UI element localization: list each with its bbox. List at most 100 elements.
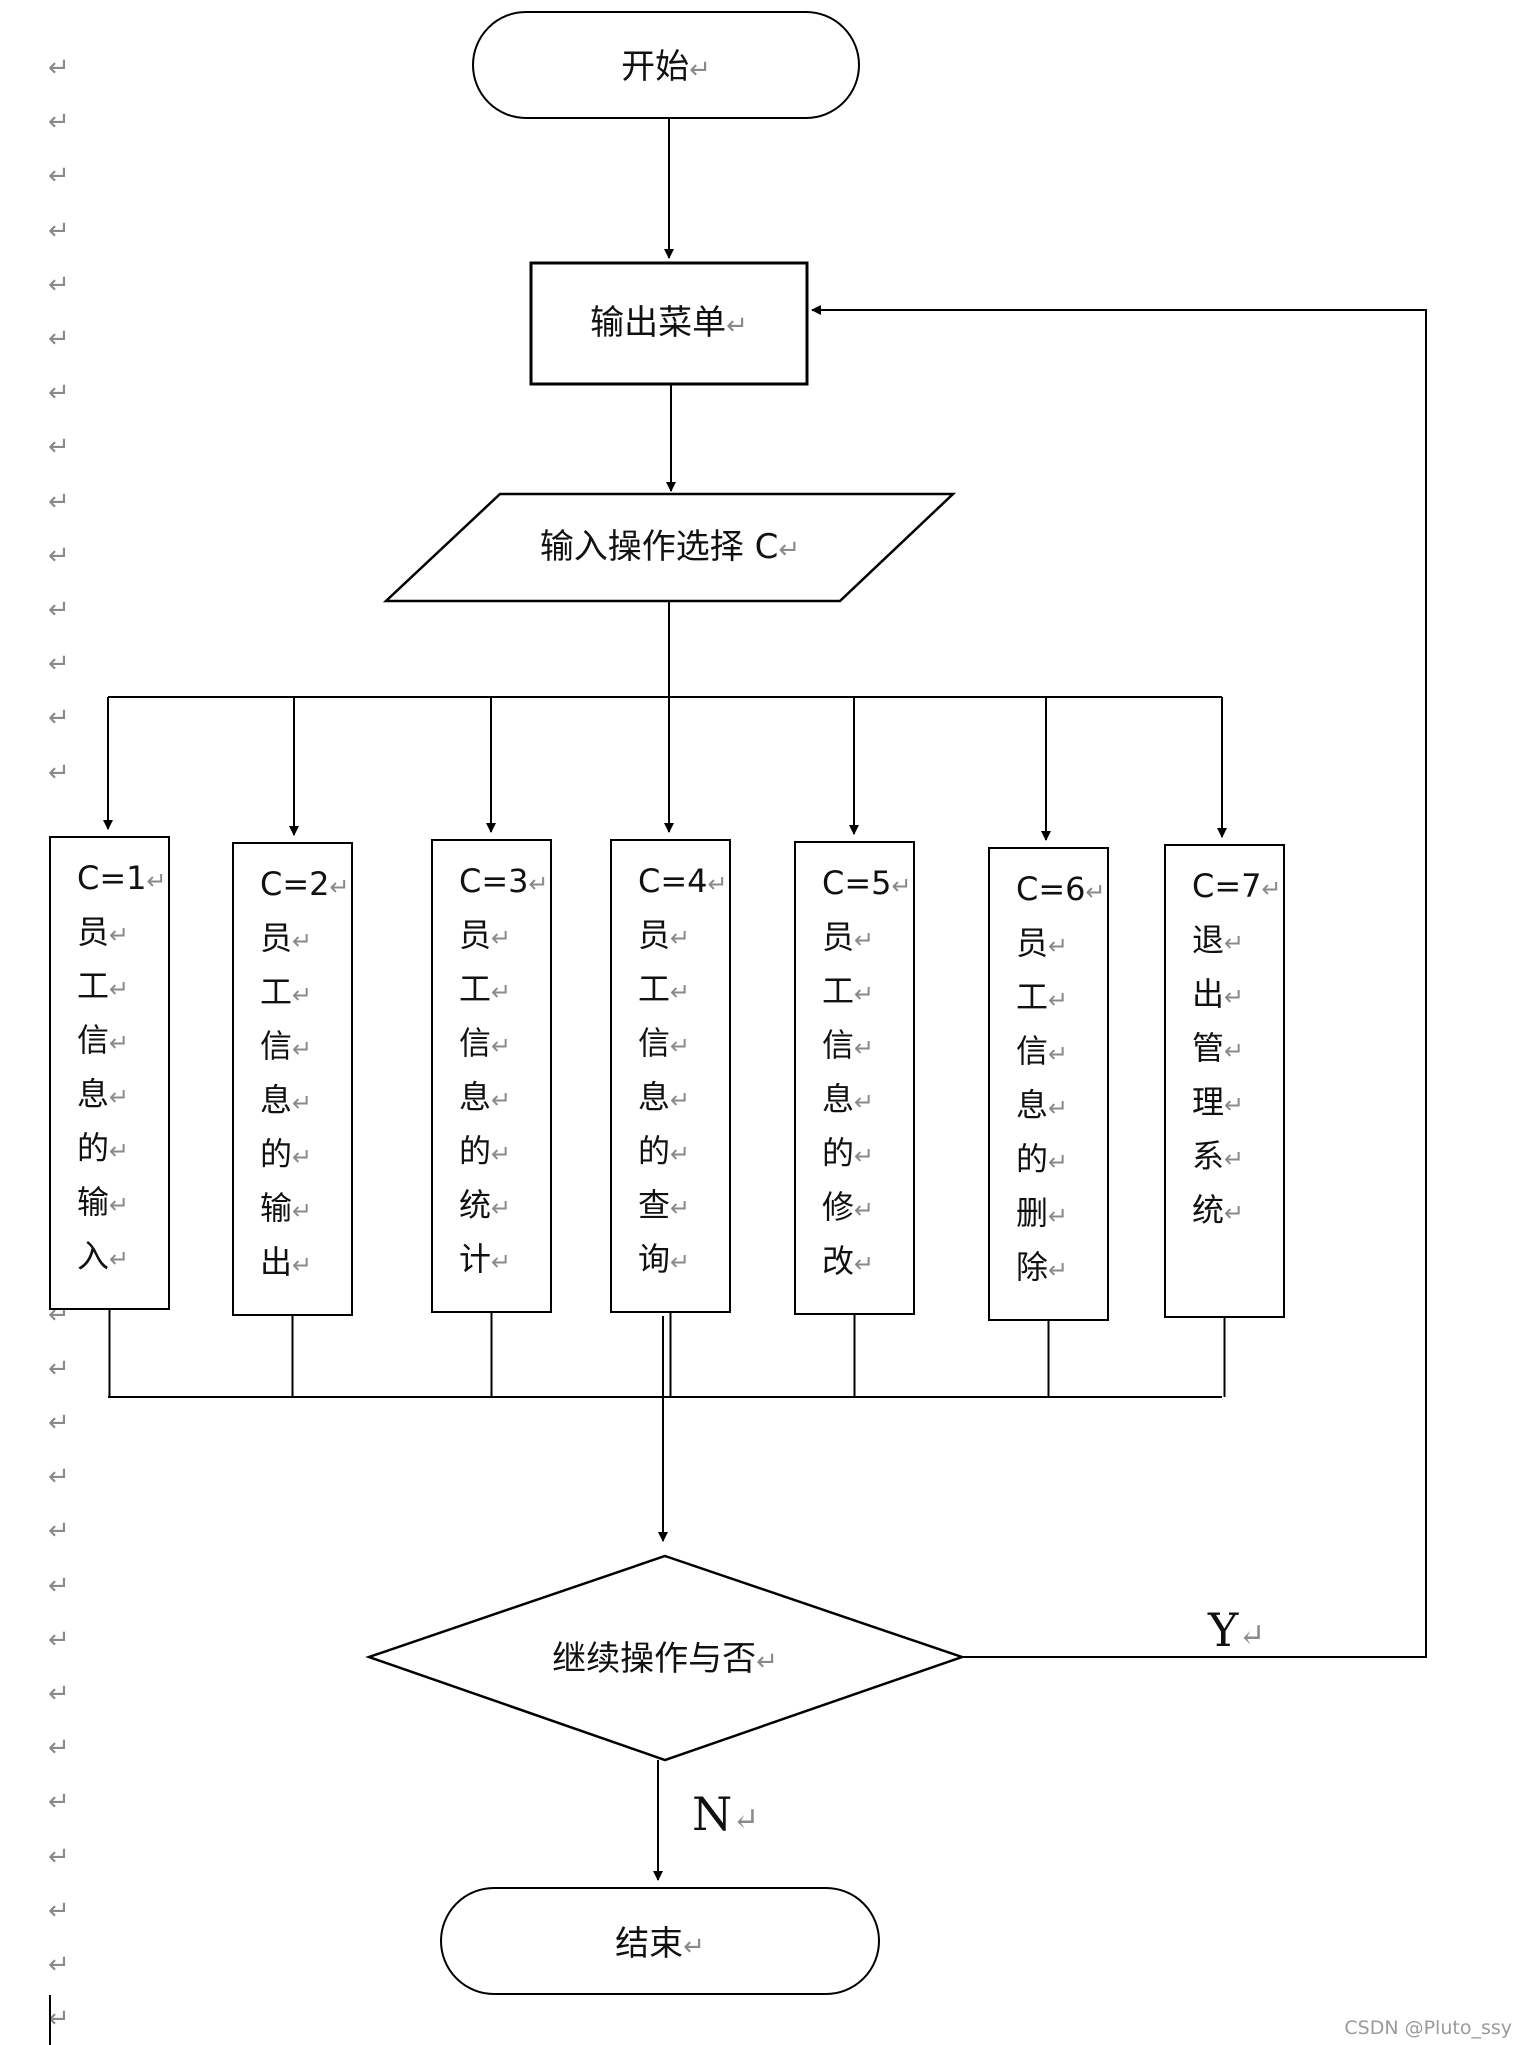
- margin-return-mark: ↵: [48, 541, 70, 571]
- option-char: 息↵: [260, 1081, 312, 1119]
- option-char: 息↵: [77, 1075, 129, 1113]
- option-char: 工↵: [1016, 978, 1068, 1016]
- svg-text:继续操作与否↵: 继续操作与否↵: [552, 1639, 778, 1679]
- end-label: 结束: [615, 1924, 683, 1964]
- margin-return-mark: ↵: [48, 1462, 70, 1492]
- option-char: 员↵: [638, 916, 690, 954]
- option-box-4: C=4↵员↵工↵信↵息↵的↵查↵询↵: [610, 697, 731, 1397]
- option-char: 员↵: [822, 918, 874, 956]
- margin-return-mark: ↵: [48, 1679, 70, 1709]
- option-box-7: C=7↵ 退↵ 出↵ 管↵ 理↵ 系↵ 统↵: [1164, 697, 1285, 1397]
- return-mark: ↵: [756, 1647, 778, 1677]
- return-mark: ↵: [778, 535, 800, 565]
- return-mark: ↵: [1238, 1616, 1265, 1654]
- watermark: CSDN @Pluto_ssy: [1344, 2017, 1512, 2039]
- margin-return-mark: ↵: [48, 649, 70, 679]
- option-char: 出↵: [1192, 975, 1244, 1013]
- input-parallelogram: 输入操作选择 C↵: [382, 492, 957, 603]
- option-char: 的↵: [260, 1135, 312, 1173]
- option-char: 信↵: [1016, 1032, 1068, 1070]
- margin-return-mark: ↵: [48, 1950, 70, 1980]
- option-condition: C=5↵: [822, 864, 912, 902]
- margin-return-mark: ↵: [48, 1408, 70, 1438]
- margin-return-mark: ↵: [48, 432, 70, 462]
- option-char: 修↵: [822, 1188, 874, 1226]
- start-label: 开始: [621, 47, 689, 87]
- option-char: 系↵: [1192, 1137, 1244, 1175]
- option-box-3: C=3↵ 员↵ 工↵ 信↵ 息↵ 的↵ 统↵ 计↵: [431, 697, 552, 1397]
- option-char: 工↵: [77, 967, 129, 1005]
- option-char: 员↵: [1016, 924, 1068, 962]
- margin-return-mark: ↵: [48, 270, 70, 300]
- option-char: 信↵: [459, 1024, 511, 1062]
- svg-text:Y↵: Y↵: [1207, 1603, 1265, 1657]
- option-char: 的↵: [1016, 1140, 1068, 1178]
- option-char: 退↵: [1192, 921, 1244, 959]
- return-mark: ↵: [726, 311, 748, 341]
- option-condition: C=1↵: [77, 859, 167, 897]
- option-char: 的↵: [459, 1132, 511, 1170]
- option-char: 删↵: [1016, 1194, 1068, 1232]
- option-char: 出↵: [260, 1243, 312, 1281]
- margin-return-mark: ↵: [48, 1571, 70, 1601]
- menu-label: 输出菜单: [590, 303, 726, 343]
- option-char: 输↵: [77, 1183, 129, 1221]
- decision-diamond: 继续操作与否↵: [365, 1554, 966, 1762]
- return-mark: ↵: [732, 1800, 759, 1838]
- option-char: 工↵: [638, 970, 690, 1008]
- option-char: 信↵: [260, 1027, 312, 1065]
- no-label: N: [692, 1787, 732, 1841]
- option-condition: C=7↵: [1192, 867, 1282, 905]
- option-char: 输↵: [260, 1189, 312, 1227]
- option-char: 询↵: [638, 1240, 690, 1278]
- option-box-2: C=2↵员↵工↵信↵息↵的↵输↵出↵: [232, 697, 353, 1397]
- margin-return-mark: ↵: [48, 53, 70, 83]
- margin-return-mark: ↵: [48, 2004, 70, 2034]
- option-boxes: C=1↵ 员↵ 工↵ 信↵ 息↵ 的↵ 输↵ 入↵ C=2↵ 员↵ 工↵ 信↵ 息↵ 的↵ 输↵ 出↵ C=3↵…: [49, 697, 1285, 1397]
- svg-text:输入操作选择 C↵: 输入操作选择 C↵: [540, 527, 800, 567]
- option-char: 的↵: [638, 1132, 690, 1170]
- option-box-1: C=1↵员↵工↵信↵息↵的↵输↵入↵: [49, 697, 170, 1397]
- option-condition: C=2↵: [260, 865, 350, 903]
- option-char: 员↵: [459, 916, 511, 954]
- margin-return-mark: ↵: [48, 1787, 70, 1817]
- svg-text:开始↵: 开始↵: [621, 47, 711, 87]
- option-char: 计↵: [459, 1240, 511, 1278]
- svg-text:输出菜单↵: 输出菜单↵: [590, 303, 748, 343]
- svg-text:N↵: N↵: [692, 1787, 759, 1841]
- option-char: 工↵: [459, 970, 511, 1008]
- option-char: 员↵: [260, 919, 312, 957]
- margin-return-mark: ↵: [48, 703, 70, 733]
- option-char: 息↵: [459, 1078, 511, 1116]
- margin-return-mark: ↵: [48, 487, 70, 517]
- margin-return-mark: ↵: [48, 1516, 70, 1546]
- option-char: 管↵: [1192, 1029, 1244, 1067]
- option-char: 信↵: [638, 1024, 690, 1062]
- margin-return-mark: ↵: [48, 1896, 70, 1926]
- option-char: 统↵: [459, 1186, 511, 1224]
- return-mark: ↵: [689, 55, 711, 85]
- input-label: 输入操作选择 C: [540, 527, 779, 567]
- margin-return-mark: ↵: [48, 758, 70, 788]
- return-mark: ↵: [683, 1932, 705, 1962]
- decision-label: 继续操作与否: [552, 1639, 756, 1679]
- option-char: 理↵: [1192, 1083, 1244, 1121]
- option-char: 信↵: [822, 1026, 874, 1064]
- yes-loop-line: [811, 305, 1427, 1658]
- option-char: 员↵: [77, 913, 129, 951]
- option-char: 息↵: [1016, 1086, 1068, 1124]
- option-char: 息↵: [822, 1080, 874, 1118]
- option-condition: C=4↵: [638, 862, 728, 900]
- margin-return-mark: ↵: [48, 107, 70, 137]
- option-char: 改↵: [822, 1242, 874, 1280]
- start-terminator: 开始↵: [472, 11, 860, 119]
- option-char: 息↵: [638, 1078, 690, 1116]
- margin-return-mark: ↵: [48, 1842, 70, 1872]
- option-char: 信↵: [77, 1021, 129, 1059]
- option-condition: C=3↵: [459, 862, 549, 900]
- option-char: 入↵: [77, 1237, 129, 1275]
- option-box-6: C=6↵员↵工↵信↵息↵的↵删↵除↵: [988, 697, 1109, 1397]
- svg-text:结束↵: 结束↵: [615, 1924, 705, 1964]
- option-char: 统↵: [1192, 1191, 1244, 1229]
